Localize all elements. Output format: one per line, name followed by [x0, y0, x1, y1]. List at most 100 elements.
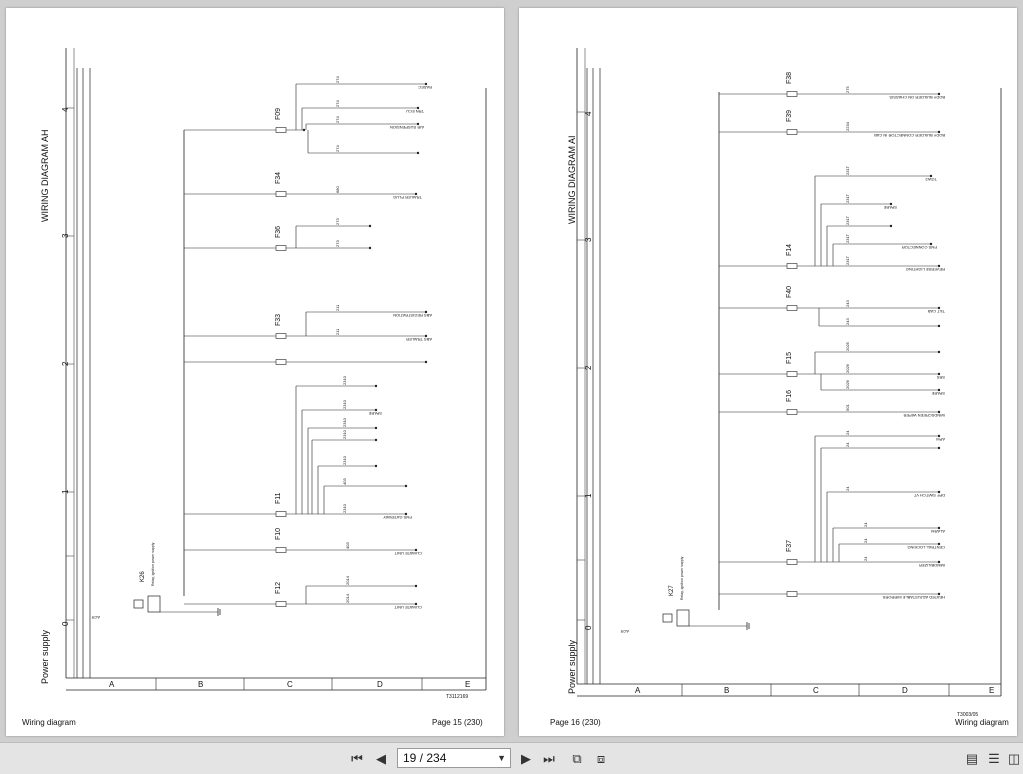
zone-number: 2 — [584, 365, 593, 370]
zone-number: 1 — [584, 493, 593, 498]
fuse-symbol — [275, 547, 287, 553]
component-label: BODY BUILDER ON CHASSIS — [889, 95, 945, 100]
component-label: TILT CAB — [927, 309, 945, 314]
wire-number: 231T — [845, 193, 850, 203]
connector-pin — [937, 350, 941, 354]
previous-page-button[interactable]: ◀ — [372, 750, 390, 767]
zone-letter: D — [902, 686, 908, 695]
relay-symbol — [147, 595, 161, 613]
wire-number: 501 — [845, 404, 850, 411]
connector-pin — [937, 130, 941, 134]
connector-pin — [424, 334, 428, 338]
component-label: WINDSCREEN WIPER — [903, 413, 945, 418]
footer-right-text: Wiring diagram — [955, 718, 1009, 727]
connector-pin — [937, 434, 941, 438]
component-label: DPF SWITCH VT — [913, 493, 945, 498]
single-page-view-button[interactable]: ▤ — [963, 750, 981, 767]
fuse-label: F12 — [275, 582, 282, 594]
relay-coil — [662, 613, 673, 623]
section-label: Power supply — [567, 639, 577, 694]
connector-pin — [374, 408, 378, 412]
wire-number: 403 — [342, 478, 347, 485]
connector-pin — [414, 548, 418, 552]
zone-letter: A — [635, 686, 641, 695]
fuse-label: F14 — [786, 244, 793, 256]
first-page-button[interactable]: ⏮ — [348, 750, 366, 767]
zone-number: 0 — [61, 621, 70, 626]
wire-number: 274 — [335, 76, 340, 83]
wire-number: 231T — [845, 215, 850, 225]
fuse-label: F11 — [275, 492, 282, 504]
wire-number: 2310 — [342, 417, 347, 427]
next-page-button[interactable]: ▶ — [517, 750, 535, 767]
connector-pin — [416, 151, 420, 155]
page-number-select[interactable]: 19 / 234 ▼ — [397, 748, 511, 768]
connector-pin — [414, 192, 418, 196]
last-page-icon: ⏭ — [543, 751, 555, 766]
connector-pin — [404, 512, 408, 516]
wire-number: 2025 — [845, 341, 850, 351]
fuse-symbol — [786, 263, 798, 269]
fuse-label: F39 — [786, 110, 793, 122]
fuse-symbol — [786, 305, 798, 311]
navigation-toolbar: ⏮ ◀ 19 / 234 ▼ ▶ ⏭ ⧉ ⧈ ▤ ☰ ◫ — [0, 742, 1023, 774]
component-label: BODY BUILDER CONNECTOR IN CAB — [874, 133, 945, 138]
fuse-symbol — [786, 91, 798, 97]
wire-number: 231T — [845, 255, 850, 265]
fuse-symbol — [786, 591, 798, 597]
footer-page-number: Page 15 (230) — [432, 718, 483, 727]
fuse-label: F16 — [786, 390, 793, 402]
fuse-label: F33 — [275, 314, 282, 326]
connector-pin — [424, 360, 428, 364]
zone-letter: A — [109, 680, 115, 689]
wire-number: 275 — [845, 86, 850, 93]
component-label: RASEC — [418, 85, 432, 90]
connector-pin — [937, 306, 941, 310]
zone-letter: B — [724, 686, 729, 695]
component-label: ABS TRAILER — [406, 337, 432, 342]
last-page-button[interactable]: ⏭ — [540, 750, 558, 767]
component-label: TRAILER PLUG — [393, 195, 422, 200]
fit-page-button[interactable]: ⧉ — [568, 750, 586, 767]
component-label: REVERSE LIGHTING — [906, 267, 945, 272]
fuse-symbol — [275, 127, 287, 133]
wire-number: 211 — [335, 328, 340, 335]
connector-pin — [368, 224, 372, 228]
zone-number: 3 — [61, 233, 70, 238]
ground-label: ACR — [620, 629, 629, 634]
relay-label: K27 — [669, 585, 675, 596]
connector-pin — [937, 592, 941, 596]
zone-letter: B — [198, 680, 203, 689]
connector-pin — [929, 242, 933, 246]
fuse-symbol — [275, 333, 287, 339]
connector-pin — [374, 464, 378, 468]
connector-pin — [374, 384, 378, 388]
zone-letter: C — [287, 680, 293, 689]
relay-label: K26 — [140, 571, 146, 582]
relay-description: Relay, ignition power supply — [680, 556, 684, 600]
wire-number: 231T — [845, 233, 850, 243]
facing-pages-button[interactable]: ◫ — [1005, 750, 1023, 767]
fit-width-button[interactable]: ⧈ — [592, 750, 610, 767]
doc-number: T3112169 — [446, 694, 469, 700]
wire-number: 2310 — [342, 503, 347, 513]
facing-pages-icon: ◫ — [1007, 751, 1021, 766]
continuous-scroll-button[interactable]: ☰ — [985, 750, 1003, 767]
component-label: SPARE — [883, 205, 897, 210]
wire-number: 2310 — [342, 399, 347, 409]
connector-pin — [929, 174, 933, 178]
fuse-symbol — [275, 245, 287, 251]
component-label: ALARM — [931, 529, 945, 534]
wire-number: 2026 — [845, 363, 850, 373]
connector-pin — [414, 584, 418, 588]
continuous-scroll-icon: ☰ — [988, 751, 1000, 766]
wire-number: 24 — [845, 442, 850, 447]
wire-number: 2234 — [845, 121, 850, 131]
wire-number: 2014 — [345, 593, 350, 603]
component-label: CENTRAL LOCKING — [907, 545, 945, 550]
connector-pin — [416, 122, 420, 126]
ground-label: ACR — [91, 615, 100, 620]
